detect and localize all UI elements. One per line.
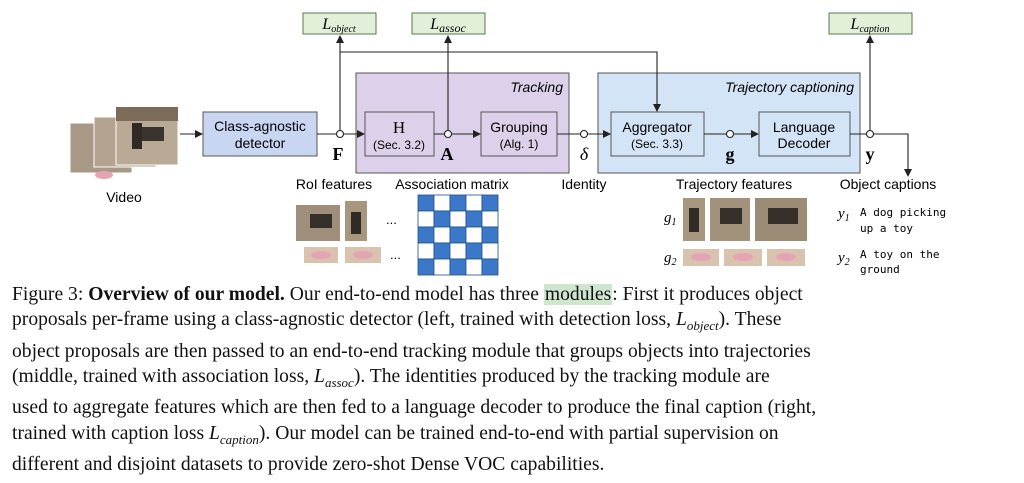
model-diagram: Lobject Lassoc Lcaption Tracking Traject…	[69, 12, 946, 276]
caption-y2-line1: A toy on the	[860, 248, 939, 261]
caption-y2-label: y2	[836, 250, 850, 268]
grouping-box-title: Grouping	[490, 119, 548, 135]
loss-caption-math: Lcaption	[209, 422, 259, 447]
trajectory-features-label: Trajectory features	[676, 176, 792, 192]
video-frames-image	[69, 106, 179, 179]
matrix-cell	[417, 242, 435, 260]
tracking-title: Tracking	[510, 79, 563, 95]
detector-label-line2: detector	[235, 135, 286, 151]
matrix-cell	[481, 194, 499, 212]
matrix-cell	[433, 210, 451, 228]
loss-assoc-math: Lassoc	[314, 366, 354, 391]
aggregator-box-title: Aggregator	[622, 119, 692, 135]
matrix-cell	[481, 210, 499, 228]
matrix-cell	[481, 226, 499, 244]
symbol-f: F	[333, 144, 344, 164]
highlighted-word: modules	[543, 284, 613, 305]
decoder-label-line2: Decoder	[778, 135, 831, 151]
matrix-cell	[465, 226, 483, 244]
h-box-title: H	[393, 118, 405, 137]
caption-text: ). Our model can be trained end-to-end w…	[258, 422, 779, 444]
caption-text: (middle, trained with association loss,	[12, 366, 310, 388]
loss-assoc-box: Lassoc	[411, 12, 486, 35]
matrix-cell	[481, 242, 499, 260]
symbol-y: y	[866, 144, 875, 164]
matrix-cell	[449, 226, 467, 244]
roi-ellipsis-2: ...	[390, 247, 401, 262]
caption-line-5: used to aggregate features which are the…	[12, 397, 817, 419]
caption-line-6: trained with caption loss Lcaption). Our…	[12, 421, 1016, 452]
loss-object-box: Lobject	[302, 12, 377, 35]
matrix-cell	[417, 258, 435, 276]
caption-text: Our end-to-end model has three	[289, 284, 539, 305]
matrix-cell	[465, 210, 483, 228]
matrix-cell	[433, 242, 451, 260]
caption-text: proposals per-frame using a class-agnost…	[12, 309, 672, 331]
caption-text: : First it produces object	[612, 284, 803, 305]
trajectory-g2-label: g2	[664, 250, 677, 268]
matrix-cell	[417, 226, 435, 244]
matrix-cell	[465, 194, 483, 212]
caption-text: ). These	[718, 309, 782, 331]
trajectory-g1-label: g1	[664, 210, 677, 228]
captioning-title: Trajectory captioning	[725, 79, 854, 95]
symbol-g: g	[726, 144, 735, 164]
svg-text:Lcaption: Lcaption	[850, 16, 890, 35]
caption-label: Figure 3:	[12, 284, 84, 305]
matrix-cell	[433, 258, 451, 276]
caption-text: ). The identities produced by the tracki…	[353, 366, 770, 388]
caption-y1-label: y1	[836, 206, 850, 224]
video-label: Video	[106, 189, 142, 205]
decoder-box	[758, 111, 851, 157]
grouping-box	[480, 111, 558, 157]
matrix-cell	[465, 258, 483, 276]
matrix-cell	[449, 194, 467, 212]
trajectory-thumbnails-image	[683, 198, 807, 266]
matrix-cell	[417, 194, 435, 212]
svg-text:Lassoc: Lassoc	[429, 16, 466, 35]
detector-box	[202, 111, 318, 157]
aggregator-box-ref: (Sec. 3.3)	[631, 137, 683, 151]
loss-object-math: Lobject	[675, 309, 719, 334]
matrix-cell	[465, 242, 483, 260]
caption-y1-line2: up a toy	[860, 222, 913, 235]
caption-text: trained with caption loss	[12, 422, 205, 444]
matrix-cell	[417, 210, 435, 228]
caption-y2-line2: ground	[860, 263, 900, 276]
caption-line-1: Figure 3: Overview of our model. Our end…	[12, 282, 1016, 307]
h-box-ref: (Sec. 3.2)	[373, 138, 425, 152]
detector-label-line1: Class-agnostic	[214, 118, 306, 134]
matrix-cell	[481, 258, 499, 276]
roi-ellipsis-1: ...	[386, 212, 397, 227]
grouping-box-ref: (Alg. 1)	[500, 137, 539, 151]
figure-caption: Figure 3: Overview of our model. Our end…	[12, 282, 1016, 478]
symbol-a: A	[441, 144, 454, 164]
roi-features-label: RoI features	[296, 176, 372, 192]
matrix-cell	[449, 242, 467, 260]
caption-y1-line1: A dog picking	[860, 206, 946, 219]
symbol-delta: δ	[580, 144, 589, 164]
svg-text:Lobject: Lobject	[321, 16, 356, 35]
object-captions-label: Object captions	[840, 176, 937, 192]
caption-line-3: object proposals are then passed to an e…	[12, 340, 811, 362]
h-box	[364, 111, 435, 157]
matrix-cell	[433, 226, 451, 244]
matrix-cell	[449, 258, 467, 276]
caption-line-7: different and disjoint datasets to provi…	[12, 454, 605, 476]
caption-line-2: proposals per-frame using a class-agnost…	[12, 307, 1016, 338]
matrix-cell	[449, 210, 467, 228]
association-matrix-label: Association matrix	[395, 176, 509, 192]
caption-title: Overview of our model.	[88, 284, 285, 305]
loss-caption-box: Lcaption	[828, 12, 913, 35]
association-matrix-grid	[417, 194, 499, 276]
junction-dots	[335, 129, 875, 139]
identity-label: Identity	[561, 176, 606, 192]
roi-thumbnails-image	[296, 201, 381, 263]
decoder-label-line1: Language	[773, 119, 836, 135]
matrix-cell	[433, 194, 451, 212]
caption-line-4: (middle, trained with association loss, …	[12, 364, 1016, 395]
